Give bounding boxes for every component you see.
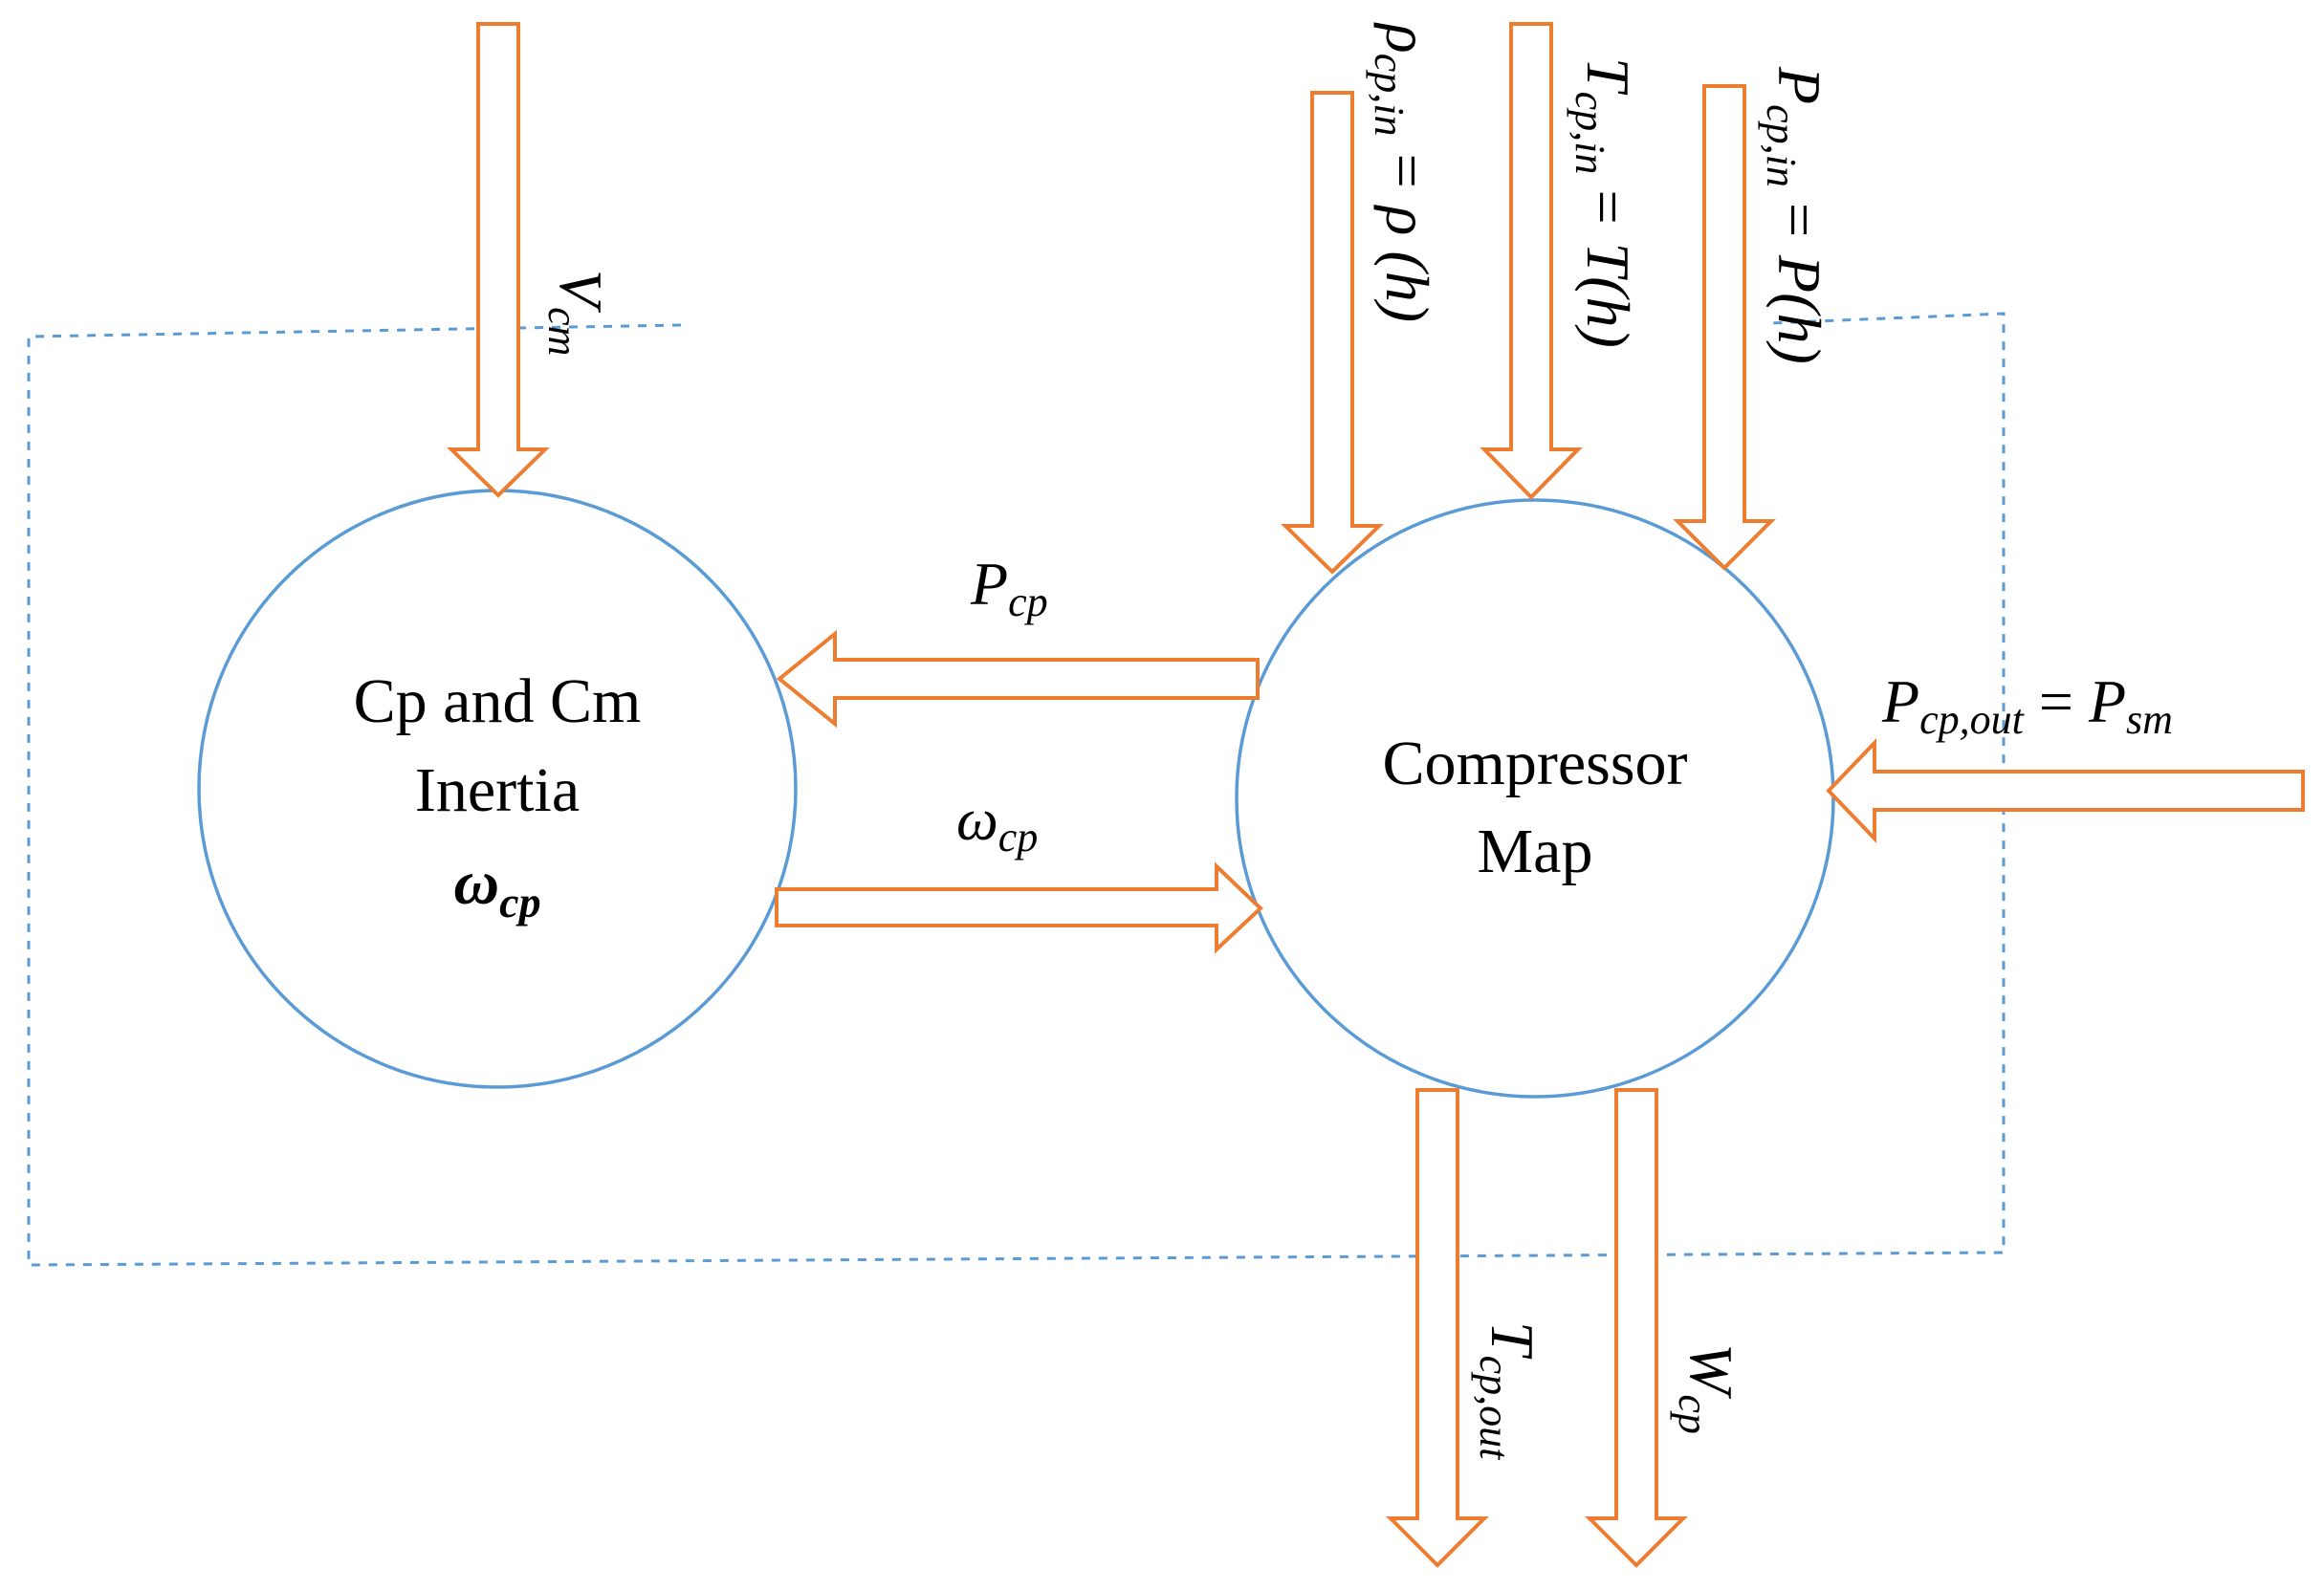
v-cm-label: Vcm bbox=[539, 270, 615, 356]
t-in-label: Tcp,in= T(h) bbox=[1567, 57, 1642, 348]
p-cp-arrow bbox=[776, 629, 1260, 729]
p-in-arrow bbox=[1673, 84, 1776, 571]
rho-in-label: ρcp,in= ρ (h) bbox=[1366, 22, 1441, 322]
t-in-arrow bbox=[1480, 22, 1583, 500]
rho-in-arrow bbox=[1281, 91, 1384, 575]
p-out-arrow bbox=[1826, 738, 2305, 843]
compressor-label-line1: Compressor bbox=[1383, 729, 1688, 798]
inertia-label-line2: Inertia bbox=[415, 755, 580, 825]
v-cm-arrow bbox=[447, 22, 550, 498]
inertia-label-line1: Cp and Cm bbox=[354, 666, 642, 736]
compressor-label-line2: Map bbox=[1478, 817, 1593, 886]
t-out-arrow bbox=[1386, 1088, 1489, 1568]
omega-cp-label: ωcp bbox=[956, 788, 1038, 861]
p-cp-label: Pcp bbox=[970, 550, 1048, 625]
w-cp-arrow bbox=[1585, 1088, 1688, 1568]
p-out-label: Pcp,out = Psm bbox=[1881, 667, 2173, 743]
w-cp-label: Wcp bbox=[1670, 1343, 1745, 1434]
omega-cp-arrow bbox=[775, 861, 1263, 954]
t-out-label: Tcp,out bbox=[1471, 1321, 1546, 1461]
inertia-symbol: ωcp bbox=[453, 848, 540, 926]
compressor-map-node bbox=[1235, 498, 1835, 1099]
p-in-label: Pcp,in= P(h) bbox=[1758, 66, 1833, 364]
system-boundary bbox=[27, 312, 2006, 1267]
